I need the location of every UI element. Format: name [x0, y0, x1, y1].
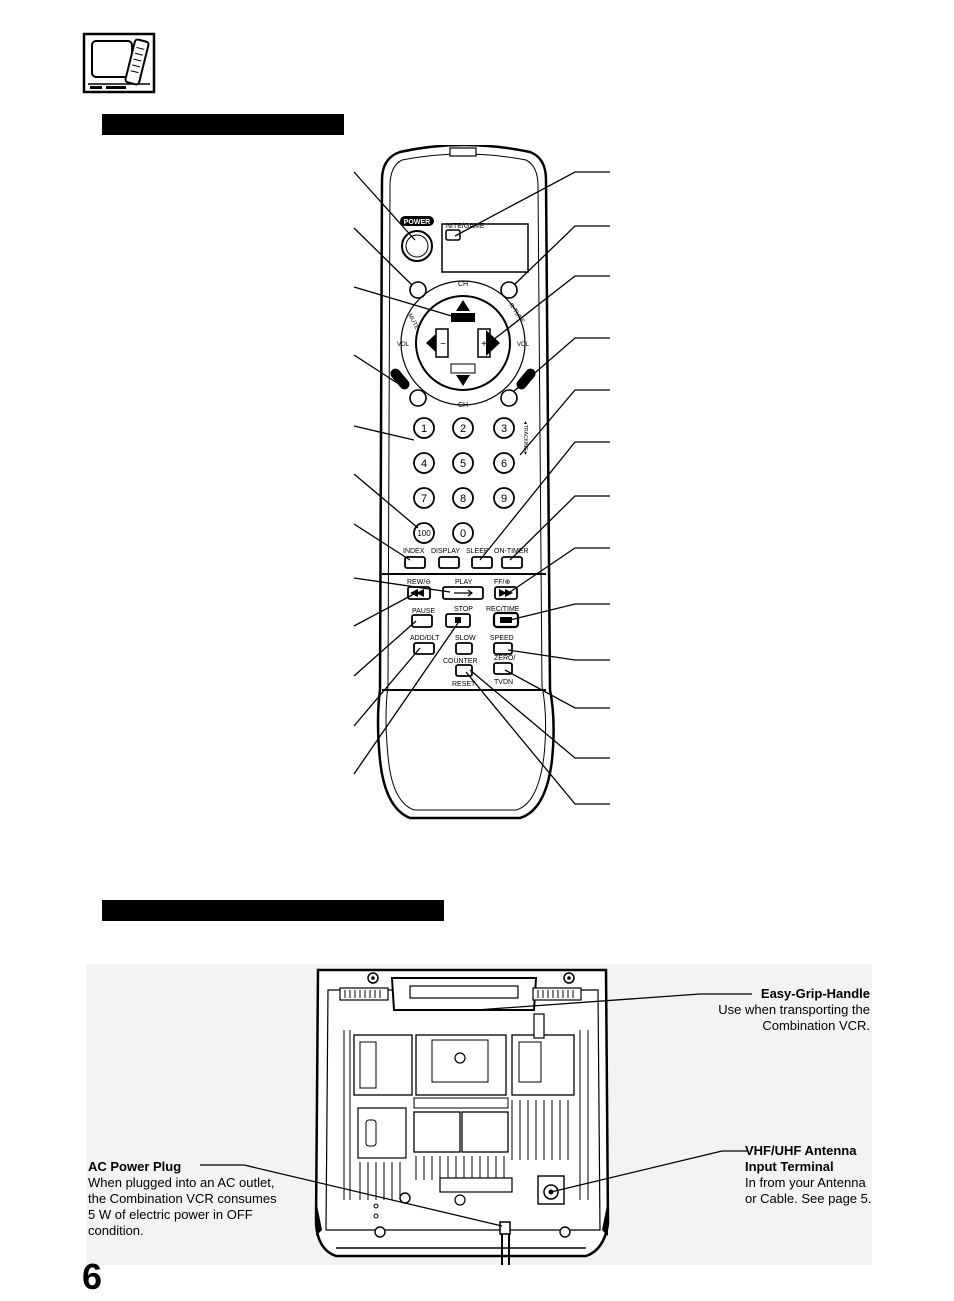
stop-label: STOP: [454, 606, 473, 613]
ch-up-arrow-icon[interactable]: [456, 300, 470, 311]
antenna-title-2: Input Terminal: [745, 1159, 834, 1174]
antenna-title-1: VHF/UHF Antenna: [745, 1143, 857, 1158]
display-button[interactable]: [438, 556, 460, 569]
slow-button[interactable]: [455, 642, 473, 655]
display-label: DISPLAY: [431, 548, 460, 555]
r-tune-button[interactable]: [500, 281, 518, 299]
page-number: 6: [82, 1256, 103, 1297]
vol-up-arrow-icon[interactable]: [486, 330, 500, 356]
speed-label: SPEED: [490, 635, 514, 642]
ch-down-arrow-icon[interactable]: [456, 375, 470, 386]
digit-6[interactable]: 6: [501, 458, 507, 470]
power-label: POWER: [404, 219, 430, 226]
counter-reset-button[interactable]: [455, 664, 473, 677]
ac-power-cord: [499, 1221, 511, 1235]
number-keypad: [413, 417, 515, 544]
digit-5[interactable]: 5: [460, 458, 466, 470]
counter-label: COUNTER: [443, 658, 478, 665]
tvdn-label: TVDN: [494, 679, 513, 686]
vol-right-label: VOL: [517, 342, 530, 348]
nite-game-button[interactable]: [445, 229, 461, 241]
on-timer-label: ON-TIMER: [494, 548, 529, 555]
pause-label: PAUSE: [412, 608, 436, 615]
digit-7[interactable]: 7: [421, 493, 427, 505]
pause-button[interactable]: [411, 614, 433, 628]
digit-4[interactable]: 4: [421, 458, 427, 470]
add-dlt-label: ADD/DLT: [410, 635, 440, 642]
zero-label: ZERO/: [494, 655, 515, 662]
ac-plug-text: When plugged into an AC outlet, the Comb…: [88, 1175, 277, 1238]
easy-grip-text: Use when transporting the Combination VC…: [718, 1002, 870, 1033]
callout-easy-grip: Easy-Grip-Handle Use when transporting t…: [690, 986, 870, 1034]
rew-label: REW/⊖: [407, 579, 431, 586]
ch-top-label: CH: [458, 281, 468, 288]
ch-bottom-label: CH: [458, 402, 468, 409]
antenna-text: In from your Antenna or Cable. See page …: [745, 1175, 872, 1206]
section-bar-remote: [102, 114, 344, 135]
sleep-label: SLEEP: [466, 548, 489, 555]
add-dlt-button[interactable]: [413, 642, 435, 655]
ff-label: FF/⊕: [494, 579, 510, 586]
easy-grip-title: Easy-Grip-Handle: [760, 986, 870, 1001]
index-label: INDEX: [403, 548, 425, 555]
section-bar-rear: [102, 900, 444, 921]
mute-button[interactable]: [409, 281, 427, 299]
digit-1[interactable]: 1: [421, 423, 427, 435]
sleep-button[interactable]: [471, 556, 493, 569]
plus-label: +: [481, 339, 487, 350]
digit-2[interactable]: 2: [460, 423, 466, 435]
callout-ac-plug: AC Power Plug When plugged into an AC ou…: [88, 1159, 278, 1239]
digit-3[interactable]: 3: [501, 423, 507, 435]
reset-label: RESET: [452, 681, 476, 688]
digit-8[interactable]: 8: [460, 493, 466, 505]
play-label: PLAY: [455, 579, 473, 586]
speed-button[interactable]: [493, 642, 513, 655]
digit-0[interactable]: 0: [460, 528, 466, 540]
rear-panel-diagram: [86, 964, 872, 1265]
on-timer-button[interactable]: [501, 556, 523, 569]
minus-label: −: [440, 339, 446, 350]
left-bottom-round-button[interactable]: [409, 389, 427, 407]
ac-plug-title: AC Power Plug: [88, 1159, 182, 1174]
nite-game-label: NITE/GAME: [446, 223, 485, 230]
rec-time-label: REC/TIME: [486, 606, 520, 613]
tv-remote-icon: [82, 32, 156, 94]
callout-antenna: VHF/UHF Antenna Input Terminal In from y…: [745, 1143, 873, 1207]
slow-label: SLOW: [455, 635, 476, 642]
digit-9[interactable]: 9: [501, 493, 507, 505]
digit-100[interactable]: 100: [417, 529, 431, 538]
tracking-label: ◄TRACKING►: [522, 420, 528, 456]
vol-left-label: VOL: [397, 342, 410, 348]
right-bottom-round-button[interactable]: [500, 389, 518, 407]
remote-diagram: POWER NITE/GAME CH CH VOL VOL MUTE R-TUN…: [353, 145, 610, 820]
